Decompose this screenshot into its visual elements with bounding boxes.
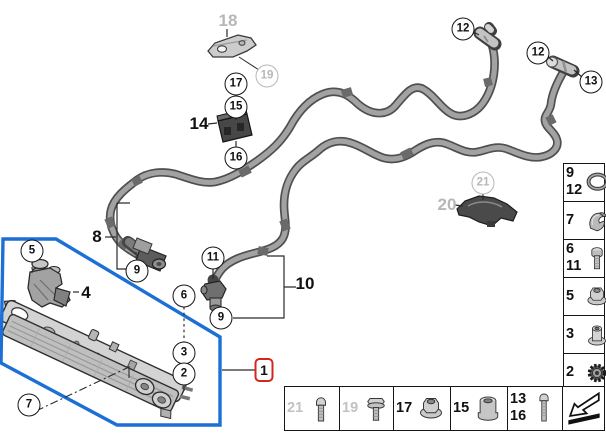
flange-nut-icon	[414, 389, 448, 429]
callout-7[interactable]: 7	[17, 393, 41, 417]
legend-part-number: 5	[566, 287, 575, 304]
callout-21-diagram[interactable]: 21	[471, 171, 495, 195]
callout-1[interactable]: 1	[254, 358, 274, 382]
legend-cell-19[interactable]: 19	[339, 386, 394, 431]
legend-part-number: 3	[566, 325, 575, 342]
legend-cell-2[interactable]: 2	[563, 353, 606, 392]
callout-16[interactable]: 16	[224, 146, 248, 170]
legend-part-number: 13	[510, 391, 527, 408]
callout-11[interactable]: 11	[201, 246, 225, 270]
callout-6[interactable]: 6	[172, 284, 196, 308]
legend-part-number: 21	[287, 399, 304, 416]
callout-2[interactable]: 2	[172, 362, 196, 386]
clip-20[interactable]	[456, 195, 518, 227]
sleeve-bushing-icon	[471, 389, 505, 429]
long-hex-bolt-icon	[528, 389, 560, 429]
callout-15[interactable]: 15	[224, 95, 248, 119]
legend-cell-5[interactable]: 5	[563, 277, 606, 316]
legend-part-number: 17	[396, 399, 413, 416]
o-ring-icon	[584, 166, 606, 200]
callout-17[interactable]: 17	[224, 72, 248, 96]
legend-continue-arrow-box[interactable]	[562, 386, 605, 431]
callout-5[interactable]: 5	[20, 239, 44, 263]
hex-bolt-icon	[584, 242, 606, 276]
callout-18[interactable]: 18	[218, 11, 238, 30]
transmission-oil-cooler[interactable]	[0, 290, 199, 424]
highlight-box	[0, 237, 222, 427]
legend-cell-17[interactable]: 17	[393, 386, 451, 431]
legend-part-number: 6	[566, 241, 575, 258]
socket-head-bolt-icon	[305, 389, 337, 429]
pipe-clip-icon	[584, 204, 606, 238]
holder-bracket-4[interactable]	[27, 258, 71, 308]
callout-19-diagram[interactable]: 19	[255, 64, 279, 88]
rubber-grommet-icon	[584, 356, 606, 390]
bracket-18[interactable]	[207, 34, 257, 58]
pipe-fitting-12-left[interactable]	[473, 22, 502, 51]
legend-part-number: 7	[566, 211, 575, 228]
callout-20[interactable]: 20	[437, 195, 457, 214]
oil-pipe-upper[interactable]	[104, 40, 499, 261]
legend-part-number: 15	[453, 399, 470, 416]
oil-pipe-lower[interactable]	[208, 64, 570, 296]
callout-9-mid[interactable]: 9	[209, 306, 233, 330]
legend-cell-7[interactable]: 7	[563, 201, 606, 240]
spacer-bushing-icon	[584, 318, 606, 352]
hex-flange-bolt-icon	[360, 389, 391, 429]
flange-nut-icon	[584, 280, 606, 314]
legend-cell-15[interactable]: 15	[450, 386, 508, 431]
callout-9-left[interactable]: 9	[125, 259, 149, 283]
legend-cell-3[interactable]: 3	[563, 315, 606, 354]
callout-4[interactable]: 4	[81, 283, 91, 302]
callout-8[interactable]: 8	[92, 227, 102, 246]
legend-part-number: 11	[566, 258, 582, 274]
pipe-fitting-8[interactable]	[122, 236, 167, 272]
legend-cell-21[interactable]: 21	[284, 386, 340, 431]
callout-14[interactable]: 14	[189, 114, 209, 133]
legend-part-number: 19	[342, 399, 359, 416]
callout-10[interactable]: 10	[295, 274, 315, 293]
legend-part-number: 9	[566, 165, 575, 182]
legend-part-number: 12	[566, 182, 583, 198]
continue-arrow-icon	[564, 388, 604, 430]
pipe-fitting-12-right[interactable]	[545, 55, 580, 78]
callout-13[interactable]: 13	[579, 70, 603, 94]
legend-part-number: 16	[510, 408, 527, 424]
callout-3[interactable]: 3	[172, 341, 196, 365]
legend-part-number: 2	[566, 363, 575, 380]
callout-12-left[interactable]: 12	[451, 17, 475, 41]
callout-12-right[interactable]: 12	[526, 41, 550, 65]
